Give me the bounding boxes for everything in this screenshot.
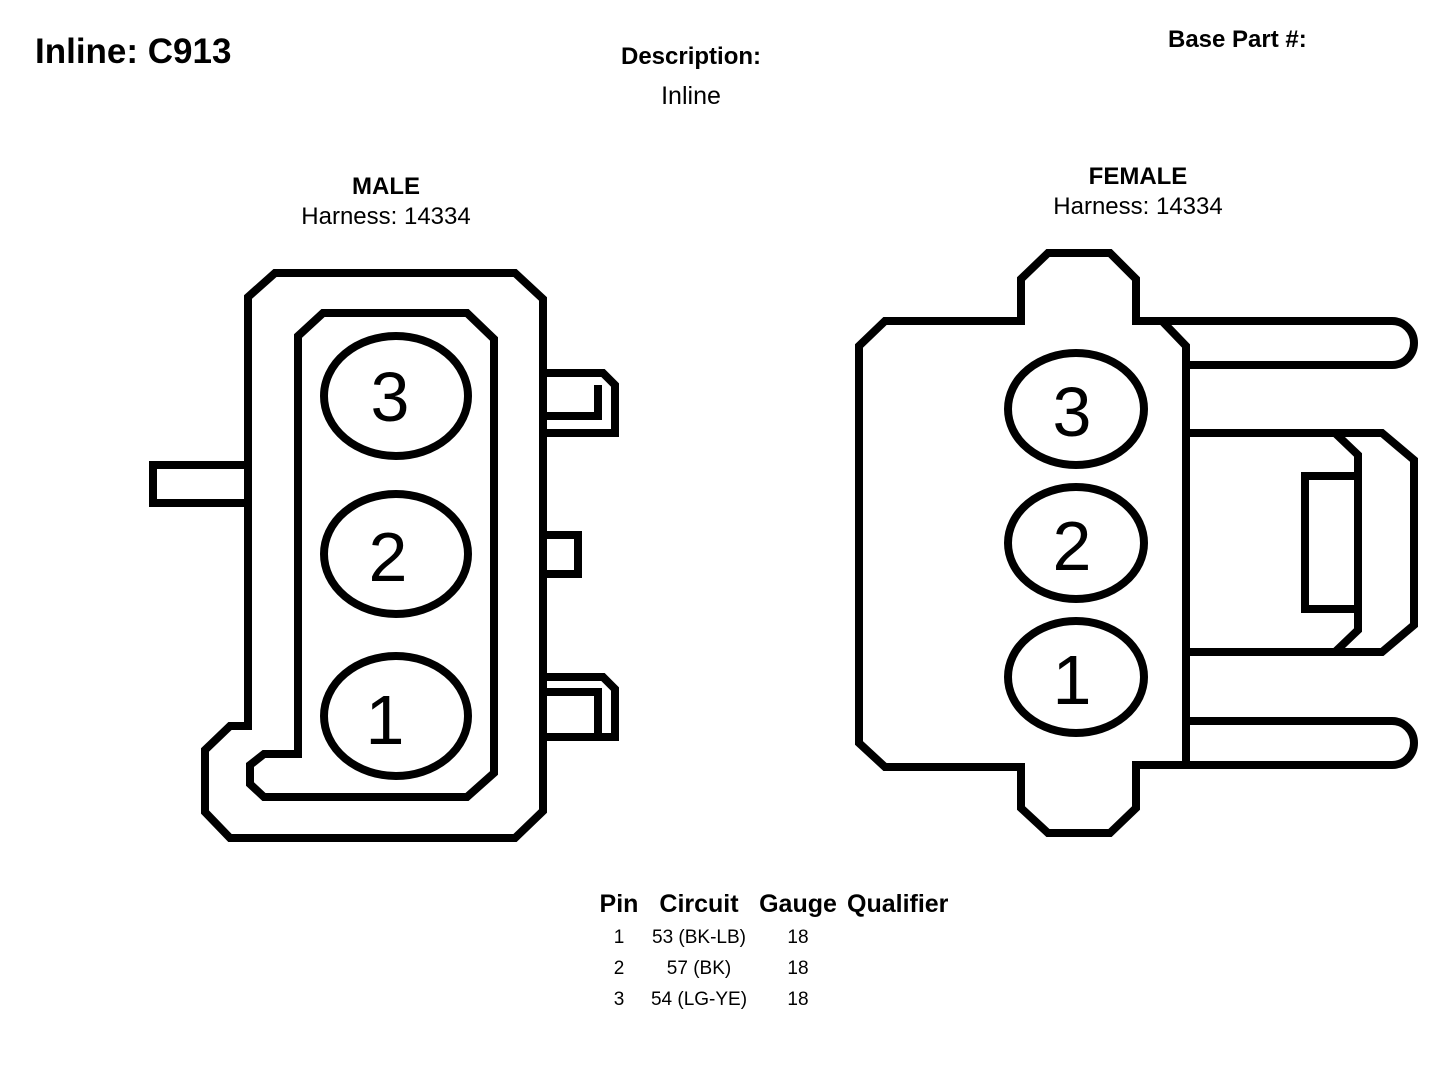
base-part-label: Base Part #: [1168, 26, 1307, 53]
page-title: Inline: C913 [35, 32, 232, 71]
pin-table-header-row: Pin Circuit Gauge Qualifier [592, 886, 951, 922]
female-pin-number-3: 3 [1053, 373, 1092, 451]
description-value: Inline [661, 82, 721, 110]
female-connector-housing [855, 249, 1418, 837]
description-label: Description: [620, 43, 761, 70]
gauge-cell: 18 [787, 957, 809, 979]
male-connector-header: MALE Harness: 14334 [236, 172, 536, 232]
male-pin-number-1: 1 [366, 681, 405, 759]
circuit-cell: 57 (BK) [666, 957, 732, 979]
pin-cell: 1 [613, 926, 625, 948]
pin-cell: 3 [613, 988, 625, 1010]
pin-cell: 2 [613, 957, 625, 979]
female-pin-number-2: 2 [1053, 507, 1092, 585]
female-pin-number-1: 1 [1053, 641, 1092, 719]
male-pin-number-3: 3 [371, 358, 410, 436]
pin-column-header: Pin [599, 889, 639, 918]
male-harness-label: Harness: 14334 [301, 203, 471, 230]
female-gender-label: FEMALE [1088, 163, 1188, 190]
circuit-column-header: Circuit [659, 889, 739, 918]
qualifier-cell [844, 922, 951, 953]
male-pin-cavity-1 [320, 652, 472, 780]
male-connector-housing [149, 269, 619, 842]
male-pin-cavity-3 [320, 332, 472, 460]
table-row: 1 53 (BK-LB) 18 [592, 922, 951, 953]
qualifier-cell [844, 953, 951, 984]
male-pin-number-2: 2 [369, 518, 408, 596]
pin-table: Pin Circuit Gauge Qualifier 1 53 (BK-LB)… [592, 886, 951, 1015]
table-row: 2 57 (BK) 18 [592, 953, 951, 984]
qualifier-column-header: Qualifier [847, 889, 949, 918]
female-connector-header: FEMALE Harness: 14334 [988, 162, 1288, 222]
male-pin-cavity-2 [320, 490, 472, 618]
female-pin-cavity-3 [1004, 349, 1148, 469]
gauge-column-header: Gauge [759, 889, 837, 918]
gauge-cell: 18 [787, 988, 809, 1010]
qualifier-cell [844, 984, 951, 1015]
circuit-cell: 54 (LG-YE) [650, 988, 748, 1010]
female-pin-cavity-1 [1004, 617, 1148, 737]
circuit-cell: 53 (BK-LB) [652, 926, 746, 948]
male-gender-label: MALE [352, 173, 420, 200]
table-row: 3 54 (LG-YE) 18 [592, 984, 951, 1015]
female-pin-cavity-2 [1004, 483, 1148, 603]
female-harness-label: Harness: 14334 [1053, 193, 1223, 220]
gauge-cell: 18 [787, 926, 809, 948]
